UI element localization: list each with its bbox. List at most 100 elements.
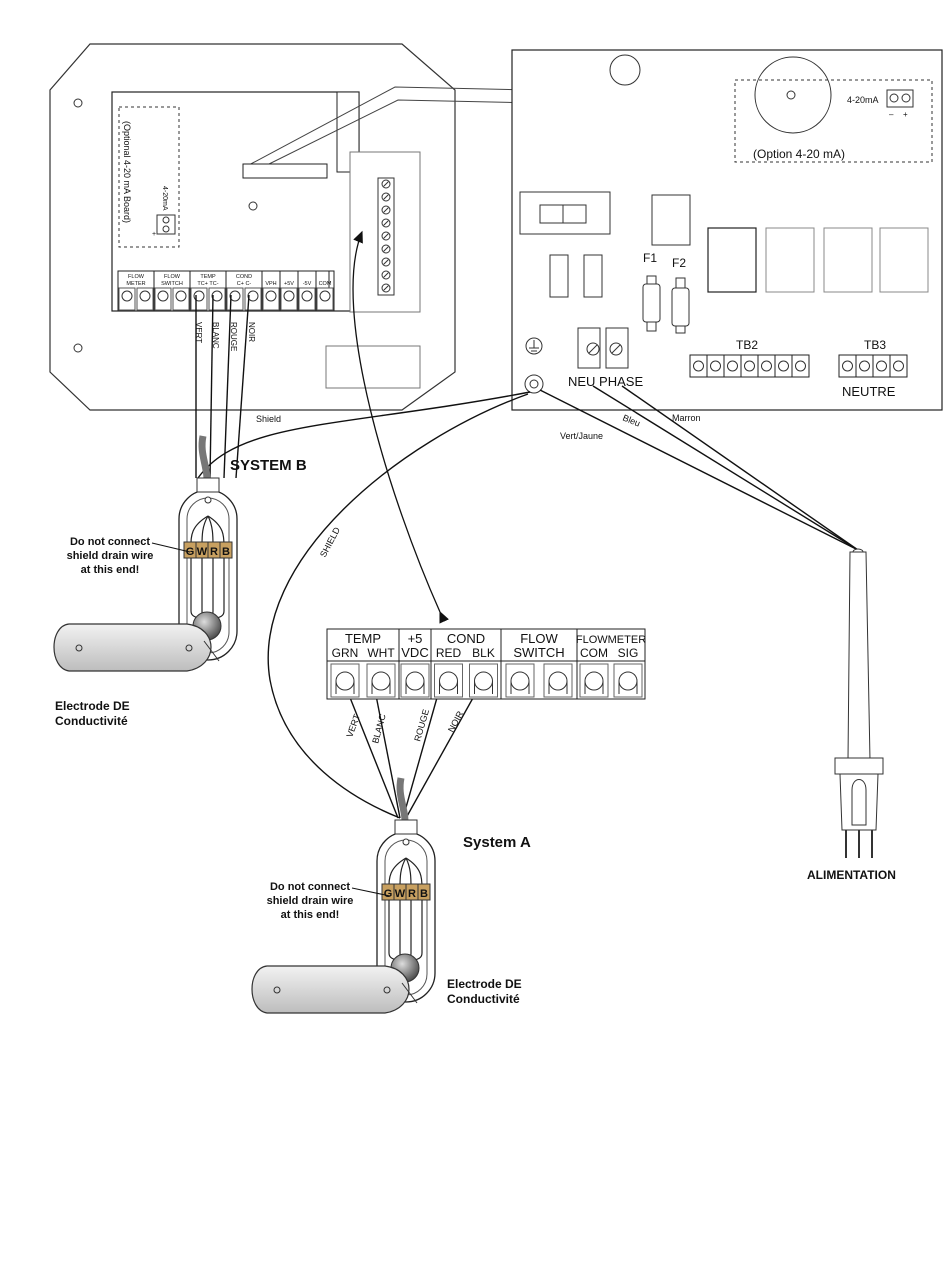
fuse-f1-label: F1 — [643, 251, 657, 265]
strip-group-label: TEMP — [345, 631, 381, 646]
terminal-group-top-label: FLOW — [164, 274, 181, 280]
probe-wire-letter: R — [408, 888, 416, 900]
ground-stud — [524, 374, 544, 394]
optional-board — [118, 106, 180, 248]
strip-sub-label: SIG — [618, 646, 639, 660]
terminal-screw — [859, 360, 870, 372]
system-a-note-3: at this end! — [281, 909, 340, 921]
side-terminal-screw — [381, 283, 391, 293]
terminal-screw — [727, 360, 738, 372]
alimentation-label: ALIMENTATION — [807, 868, 896, 882]
svg-text:4-20mA: 4-20mA — [161, 186, 168, 211]
side-terminal-screw — [381, 270, 391, 280]
terminal-screw — [121, 290, 133, 302]
system-a-cable — [267, 393, 529, 819]
probe-wire-letter: G — [384, 888, 393, 900]
terminal-group-top-label: FLOW — [128, 274, 145, 280]
tb3-label: TB3 — [864, 338, 886, 352]
shield-label-a: SHIELD — [318, 525, 342, 559]
wire-marron: Marron — [672, 413, 701, 423]
wire-noir-b: NOIR — [247, 322, 256, 342]
electrode-body — [251, 965, 410, 1014]
strip-group-label: FLOWMETER — [576, 634, 646, 646]
strip-sub-label: WHT — [367, 646, 395, 660]
terminal-group-bottom-label: COM — [319, 281, 332, 287]
side-terminal-screw — [381, 192, 391, 202]
power-board: (Option 4-20 mA) 4-20mA – + F1 F2 — [511, 49, 943, 411]
side-terminal-screw — [381, 244, 391, 254]
svg-text:+: + — [152, 231, 156, 238]
wire-vert-jaune: Vert/Jaune — [560, 431, 603, 441]
terminal-screw — [876, 360, 887, 372]
terminal-group-top-label: TEMP — [200, 274, 216, 280]
strip-terminal-screw — [474, 671, 493, 691]
terminal-screw — [761, 360, 772, 372]
terminal-screw — [229, 290, 241, 302]
system-b-cable — [195, 294, 531, 479]
strip-terminal-screw — [618, 671, 638, 691]
fuse-f2-label: F2 — [672, 256, 686, 270]
tb2-terminal-block — [689, 354, 810, 378]
strip-sub-label: VDC — [401, 645, 428, 660]
side-terminal-screw — [381, 205, 391, 215]
strip-terminal-screw — [405, 671, 425, 691]
strip-terminal-screw — [510, 671, 530, 691]
terminal-screw — [247, 290, 259, 302]
strip-group-label: COND — [447, 631, 485, 646]
svg-text:+: + — [903, 110, 908, 119]
terminal-group-bottom-label: TC+ TC- — [197, 281, 218, 287]
terminal-group-bottom-label: -5V — [303, 281, 312, 287]
neu-phase-terminal — [577, 327, 629, 369]
system-b-note-3: at this end! — [81, 564, 140, 576]
probe-wire-letter: B — [420, 888, 428, 900]
terminal-screw — [319, 290, 331, 302]
system-a-note-2: shield drain wire — [267, 895, 354, 907]
terminal-screw — [744, 360, 755, 372]
connection-arrow — [352, 230, 449, 624]
side-terminal-screw — [381, 218, 391, 228]
strip-terminal-screw — [439, 671, 458, 691]
probe-wire-letter: W — [197, 546, 208, 558]
terminal-group-bottom-label: +5V — [284, 281, 294, 287]
strip-sub-label: COM — [580, 646, 608, 660]
strip-terminal-screw — [335, 671, 355, 691]
terminal-screw — [842, 360, 853, 372]
terminal-group-top-label: COND — [236, 274, 252, 280]
system-b-electrode-2: Conductivité — [55, 714, 128, 728]
side-terminal-screw — [381, 231, 391, 241]
system-a-title: System A — [463, 834, 531, 851]
terminal-screw — [175, 290, 187, 302]
system-b-note-1: Do not connect — [70, 536, 150, 548]
terminal-screw — [778, 360, 789, 372]
terminal-screw — [710, 360, 721, 372]
system-b-note-2: shield drain wire — [67, 550, 154, 562]
system-b-title: SYSTEM B — [230, 457, 307, 474]
controller-enclosure: (Optional 4-20 mA Board) 4-20mA + FLOWME… — [49, 43, 456, 411]
terminal-screw — [139, 290, 151, 302]
terminal-group-bottom-label: METER — [126, 281, 145, 287]
system-a-electrode-1: Electrode DE — [447, 977, 522, 991]
wire-vert-a: VERT — [344, 712, 362, 738]
terminal-screw — [157, 290, 169, 302]
terminal-screw — [211, 290, 223, 302]
terminal-group-bottom-label: VPH — [265, 281, 276, 287]
side-terminal-screw — [381, 179, 391, 189]
system-a-electrode-2: Conductivité — [447, 992, 520, 1006]
wire-noir-a: NOIR — [446, 709, 466, 734]
svg-text:–: – — [889, 110, 894, 119]
strip-sub-label: GRN — [332, 646, 359, 660]
tb3-terminal-block — [838, 354, 908, 378]
wire-rouge-a: ROUGE — [412, 708, 431, 742]
svg-text:4-20mA: 4-20mA — [847, 95, 879, 105]
strip-terminal-screw — [548, 671, 568, 691]
optional-board-label: (Optional 4-20 mA Board) — [122, 121, 132, 223]
terminal-screw — [693, 360, 704, 372]
tb2-label: TB2 — [736, 338, 758, 352]
strip-sub-label: RED — [436, 646, 462, 660]
electrode-body — [53, 623, 212, 672]
strip-terminal-screw — [584, 671, 604, 691]
